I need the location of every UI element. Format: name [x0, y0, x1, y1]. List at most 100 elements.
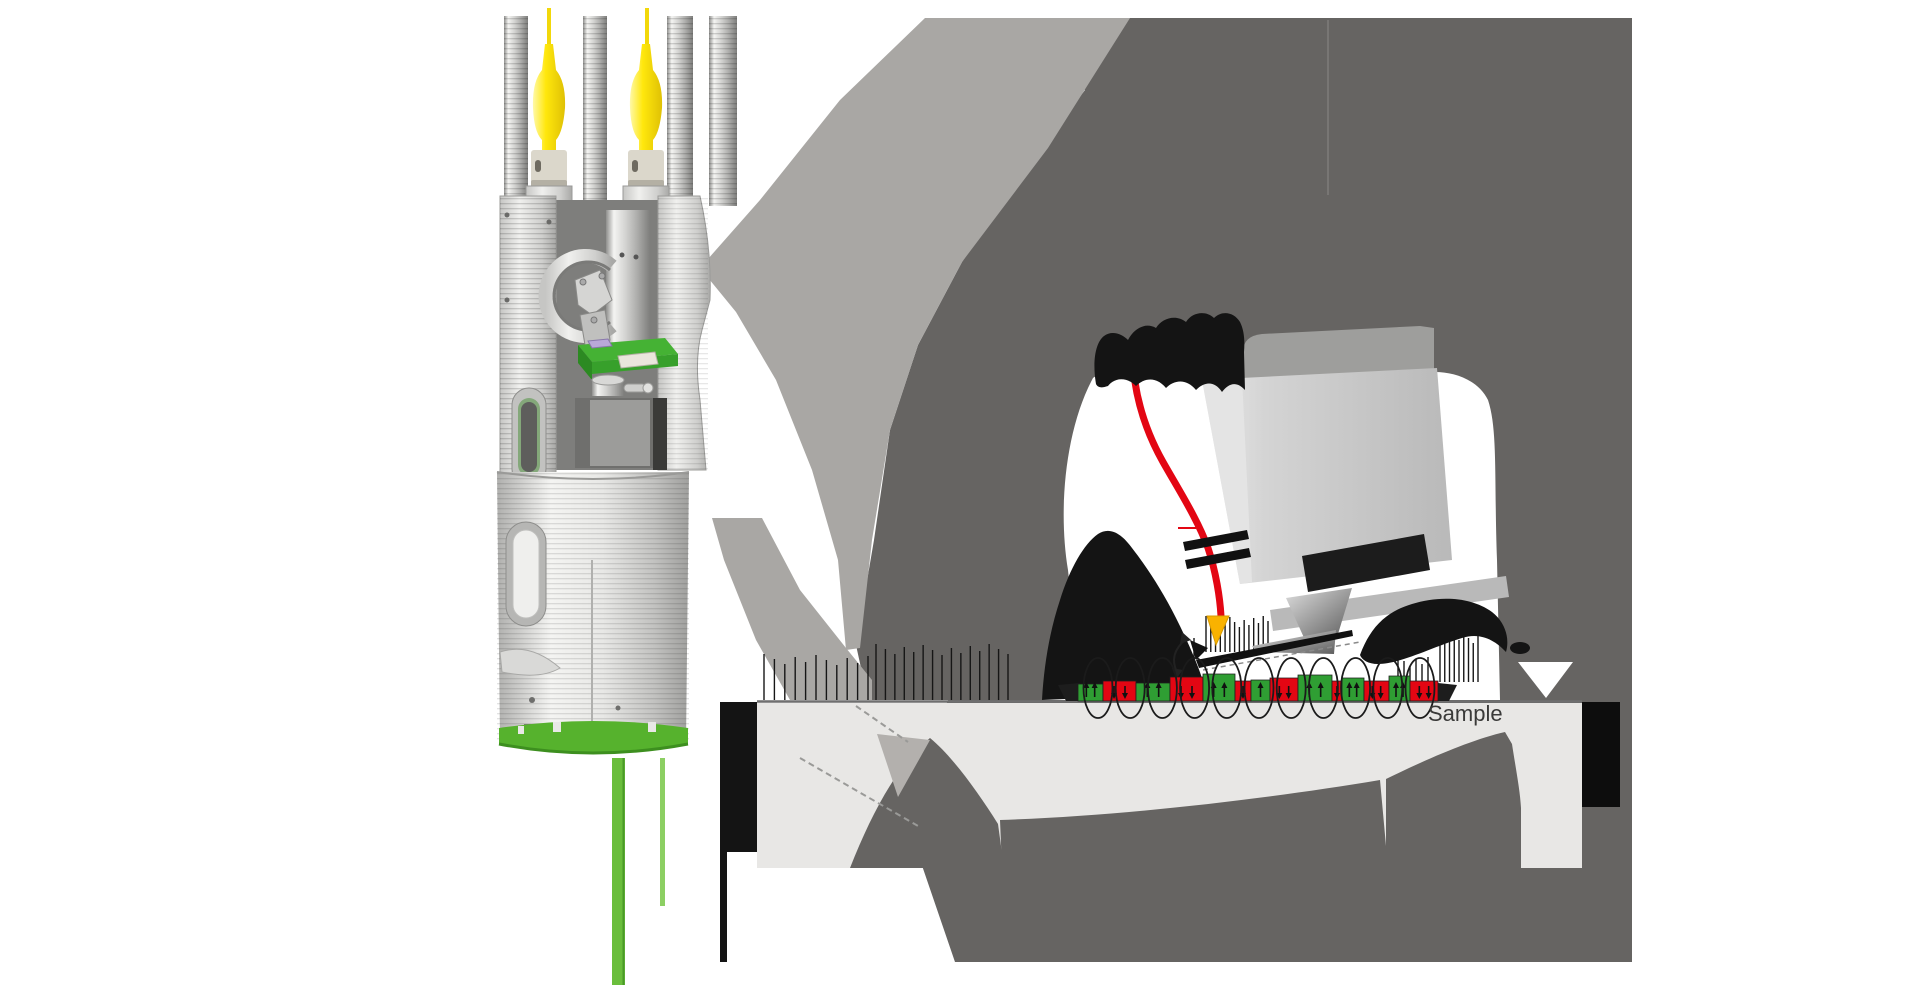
lower-rod-dark: [653, 398, 667, 470]
sample-label: Sample: [1428, 701, 1503, 726]
fiber-clamp-bar-upper: [1183, 530, 1249, 551]
domain-arrow-up-head: [1353, 682, 1360, 688]
domain-arrow-down-head: [1416, 693, 1423, 699]
field-line-ellipse: [1275, 657, 1307, 719]
stage-black-line-left: [720, 852, 727, 962]
stage-black-cap-left: [720, 702, 757, 852]
sensor-foot: [1286, 588, 1352, 640]
screw-2: [504, 297, 510, 303]
sample-bar-end-right: [1438, 683, 1457, 701]
ink-blob-dot: [1510, 642, 1530, 654]
adjuster-knob-top: [591, 374, 625, 386]
domain-arrow-up-head: [1091, 682, 1098, 688]
domain-arrow-down-head: [1189, 693, 1195, 699]
fc-ferrule-left: [531, 150, 567, 188]
domain-arrow-up-head: [1346, 682, 1353, 688]
optical-fiber-red: [1129, 362, 1225, 620]
domain-segment: [1135, 682, 1171, 702]
sensor-body-slab: [1202, 368, 1452, 584]
fc-connector-boot-left: [532, 44, 566, 150]
zoom-cone-upper-wedge: [700, 18, 1130, 650]
sample-bar-end-left: [1058, 683, 1080, 701]
cone-dashed-edge-lower: [799, 757, 919, 827]
inner-column-hole-1: [619, 252, 625, 258]
pcb-chip-purple: [587, 338, 613, 349]
fiber-lead-left: [547, 8, 551, 48]
screw-3: [546, 219, 552, 225]
field-line-ellipse: [1114, 657, 1146, 719]
inner-column-hole-2: [633, 254, 639, 260]
field-line-ellipse: [1243, 657, 1275, 719]
domain-arrow-up-head: [1155, 682, 1162, 688]
ink-blob-bottom-right: [1360, 598, 1508, 664]
ink-blob-mid-left: [1042, 530, 1212, 700]
zoom-cone-lower-tail: [712, 518, 872, 700]
field-line-ellipse: [1404, 657, 1436, 719]
domain-arrow-down-head: [1122, 693, 1128, 699]
field-line-ellipse: [1211, 657, 1243, 719]
adjuster-pin-cap: [642, 382, 654, 394]
fiber-lead-right: [645, 8, 649, 48]
lower-block-face: [590, 400, 650, 466]
probe-tip-black: [1190, 640, 1208, 660]
ink-blob-top: [1094, 313, 1245, 392]
domain-arrow-up-head: [1257, 682, 1264, 688]
cantilever-beam: [1196, 630, 1353, 668]
pcb-front-face: [578, 345, 592, 380]
cylinder-hole-1: [529, 697, 535, 703]
stage-dark-swoosh-right: [1386, 732, 1521, 868]
fiber-clamp-bar-lower: [1185, 548, 1251, 569]
domain-segment: [1341, 677, 1365, 702]
screw-1: [504, 212, 510, 218]
sensor-black-block: [1302, 534, 1430, 592]
stage-dark-swoosh-left: [850, 738, 1004, 868]
domain-segment: [1297, 674, 1333, 702]
green-ring: [499, 721, 688, 753]
domain-arrow-down-head: [1425, 693, 1432, 699]
domain-segment: [1409, 680, 1439, 702]
bracket-screw-3: [590, 316, 598, 324]
domain-arrow-up-head: [1083, 682, 1090, 688]
fiber-clamp: [1183, 530, 1251, 569]
stage-dark-strip-mid: [1000, 780, 1388, 868]
sensor-schematic: [1042, 313, 1530, 700]
green-ring-notch-1: [553, 722, 561, 732]
fc-ferrule-right: [628, 150, 664, 188]
domain-arrow-up-head: [1221, 682, 1228, 688]
pcb-ceramic-block: [617, 351, 659, 369]
stage-black-cap-right: [1582, 702, 1620, 807]
field-line-ellipse: [1179, 657, 1210, 719]
field-line-ellipse: [1340, 657, 1371, 719]
stray-field-lines: [1082, 657, 1436, 719]
cone-dashed-edge-upper: [855, 705, 909, 743]
bracket-screw-2: [598, 272, 606, 280]
field-line-ellipse: [1147, 657, 1178, 719]
fiber-tip-yellow: [1206, 615, 1230, 647]
microscope-head-render: [496, 8, 737, 985]
cylinder-top-edge: [496, 471, 690, 480]
field-line-ellipse: [1308, 657, 1339, 719]
field-line-ellipse: [1372, 657, 1404, 719]
magnetic-domains: [1077, 673, 1439, 702]
domain-arrow-up-head: [1317, 682, 1324, 688]
cylinder-slot: [505, 521, 547, 627]
inner-column: [606, 210, 650, 360]
domain-arrow-down-head: [1285, 693, 1292, 699]
stage-light-sliver: [877, 734, 930, 797]
green-ring-shadow: [498, 742, 689, 755]
bracket-screw-1: [579, 278, 587, 286]
domain-arrow-down-head: [1377, 693, 1384, 699]
stage-white-notch: [1518, 662, 1573, 698]
pcb-platform: [578, 338, 678, 380]
green-ring-notch-3: [518, 726, 524, 734]
domain-arrow-up-head: [1393, 682, 1399, 688]
cylinder-dent: [499, 648, 561, 676]
field-line-ellipse: [1082, 657, 1114, 719]
frame-left-plate-cutout: [511, 387, 547, 487]
sensor-bracket-lower: [579, 309, 611, 346]
green-ring-notch-2: [648, 722, 656, 732]
cylinder-hole-2: [615, 705, 621, 711]
fc-connector-boot-right: [629, 44, 663, 150]
domain-segment: [1077, 683, 1104, 702]
